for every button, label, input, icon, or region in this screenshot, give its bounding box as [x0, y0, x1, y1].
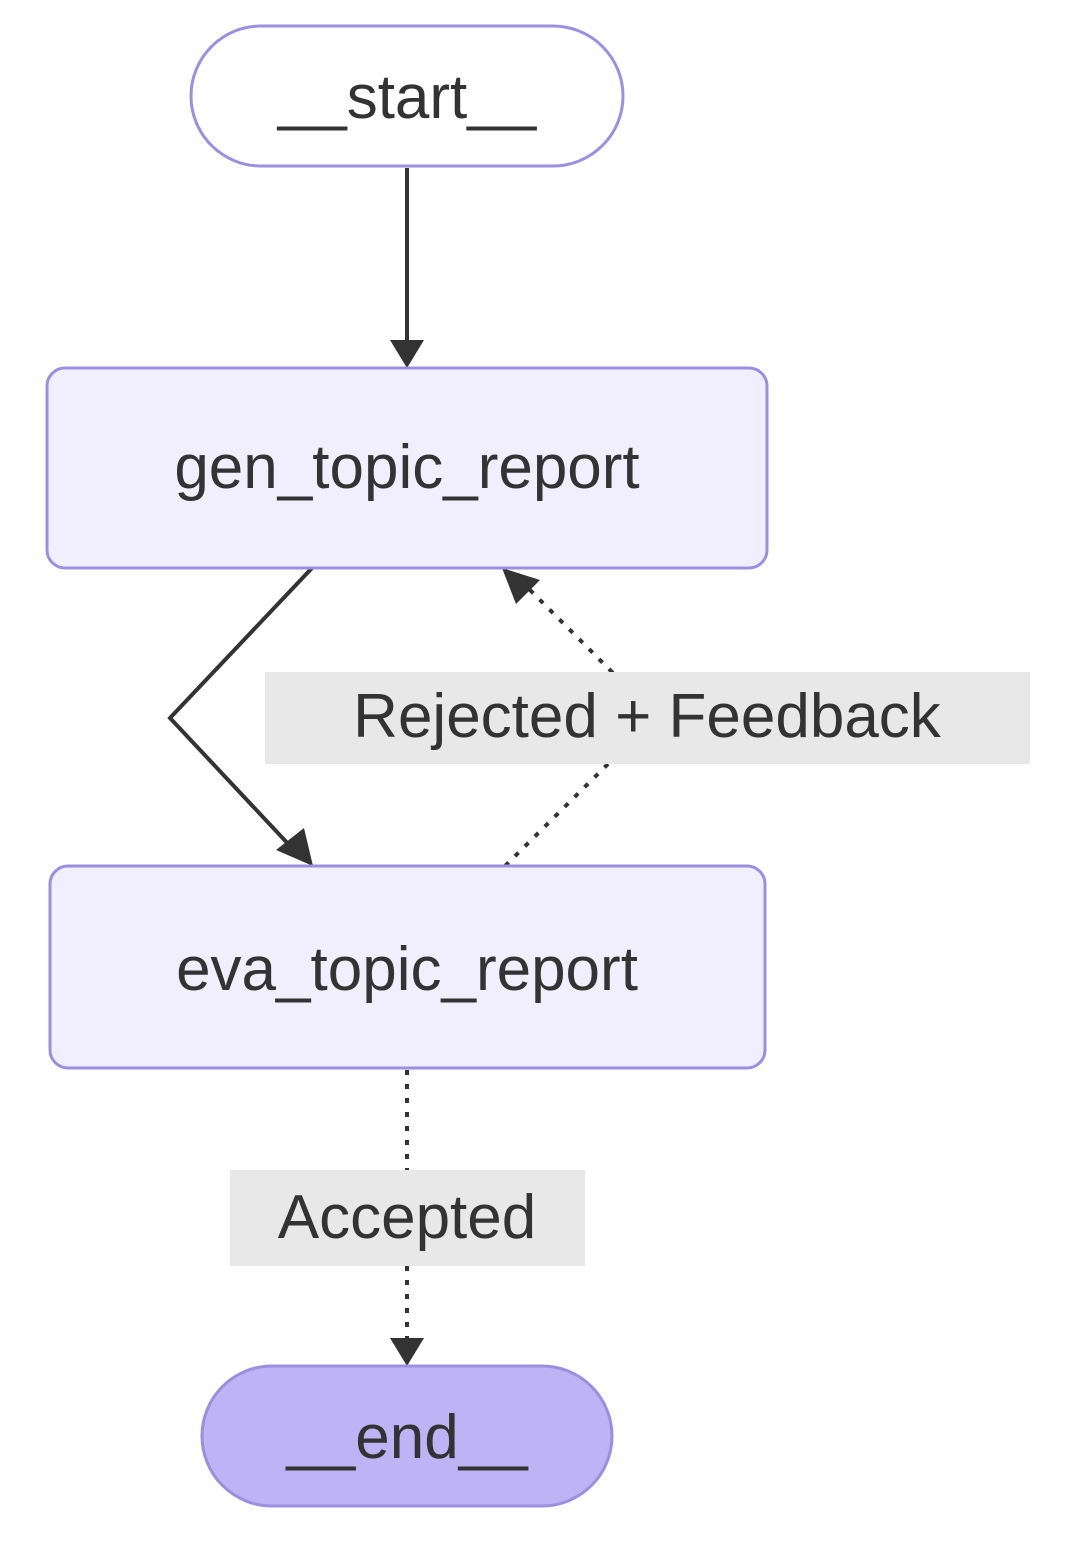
arrowhead-icon	[390, 1338, 424, 1366]
arrowhead-icon	[276, 828, 313, 866]
arrowhead-icon	[502, 568, 540, 604]
node-end[interactable]: __end__	[200, 1364, 614, 1508]
edge-label-accepted: Accepted	[230, 1170, 585, 1266]
edge-label-accepted-text: Accepted	[278, 1183, 537, 1252]
edge-label-rejected-text: Rejected + Feedback	[353, 682, 942, 751]
node-eva-topic-report[interactable]: eva_topic_report	[48, 864, 767, 1070]
arrowhead-icon	[390, 340, 424, 368]
node-eva-label: eva_topic_report	[176, 935, 638, 1004]
node-start-label: __start__	[277, 63, 538, 132]
edge-start-to-gen	[390, 168, 424, 368]
edge-eva-to-gen	[502, 568, 614, 868]
node-gen-topic-report[interactable]: gen_topic_report	[45, 366, 769, 570]
edge-eva-to-end	[390, 1070, 424, 1366]
node-gen-label: gen_topic_report	[174, 433, 639, 502]
edge-label-rejected: Rejected + Feedback	[265, 672, 1030, 764]
node-start[interactable]: __start__	[189, 24, 625, 168]
node-end-label: __end__	[285, 1403, 529, 1472]
edge-gen-to-eva	[167, 566, 314, 866]
